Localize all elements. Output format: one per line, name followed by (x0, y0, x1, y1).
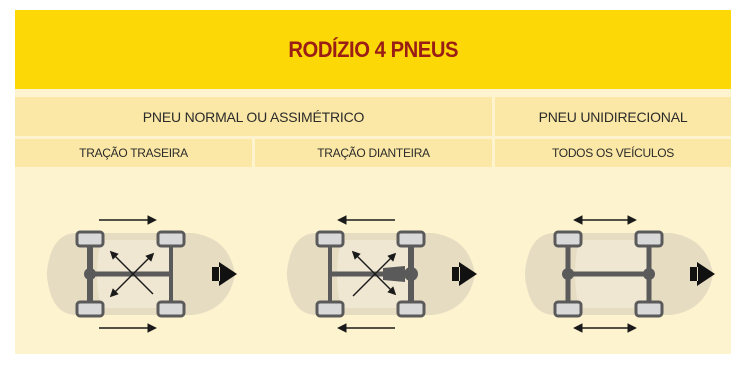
tire-type-header-row: PNEU NORMAL OU ASSIMÉTRICO PNEU UNIDIREC… (15, 97, 731, 136)
rotation-chart: RODÍZIO 4 PNEUS PNEU NORMAL OU ASSIMÉTRI… (15, 10, 731, 354)
column-header-all-vehicles: TODOS OS VEÍCULOS (495, 139, 731, 167)
tire-rear-left (75, 230, 105, 248)
drive-type-header-row: TRAÇÃO TRASEIRA TRAÇÃO DIANTEIRA TODOS O… (15, 139, 731, 167)
chart-title: RODÍZIO 4 PNEUS (288, 36, 458, 62)
tire-front-left (396, 230, 426, 248)
tire-front-right (396, 300, 426, 318)
group-header-normal: PNEU NORMAL OU ASSIMÉTRICO (15, 97, 492, 136)
diagram-rear-drive (15, 170, 252, 354)
arrow-cross-1 (109, 252, 155, 298)
direction-arrow-icon (690, 262, 715, 286)
engine-housing (383, 266, 405, 282)
tire-rear-right (553, 300, 583, 318)
diagram-unidirectional (495, 170, 731, 354)
diagram-row (15, 170, 731, 354)
column-header-front-drive: TRAÇÃO DIANTEIRA (255, 139, 492, 167)
differential (84, 268, 96, 280)
tire-rear-left (553, 230, 583, 248)
tire-front-right (634, 300, 664, 318)
tire-front-left (156, 230, 186, 248)
front-differential (643, 268, 655, 280)
tire-rear-right (75, 300, 105, 318)
column-header-rear-drive: TRAÇÃO TRASEIRA (15, 139, 252, 167)
diagram-front-drive (255, 170, 492, 354)
arrow-cross-2 (352, 252, 397, 297)
differential (404, 267, 418, 281)
title-banner: RODÍZIO 4 PNEUS (15, 10, 731, 89)
tire-rear-left (315, 230, 345, 248)
arrow-cross-1 (351, 250, 397, 296)
tire-rear-right (315, 300, 345, 318)
tire-front-right (156, 300, 186, 318)
direction-arrow-icon (212, 262, 237, 286)
arrow-cross-2 (109, 250, 154, 295)
group-header-unidirectional: PNEU UNIDIRECIONAL (495, 97, 731, 136)
tire-front-left (634, 230, 664, 248)
rear-differential (562, 268, 574, 280)
direction-arrow-icon (452, 262, 477, 286)
